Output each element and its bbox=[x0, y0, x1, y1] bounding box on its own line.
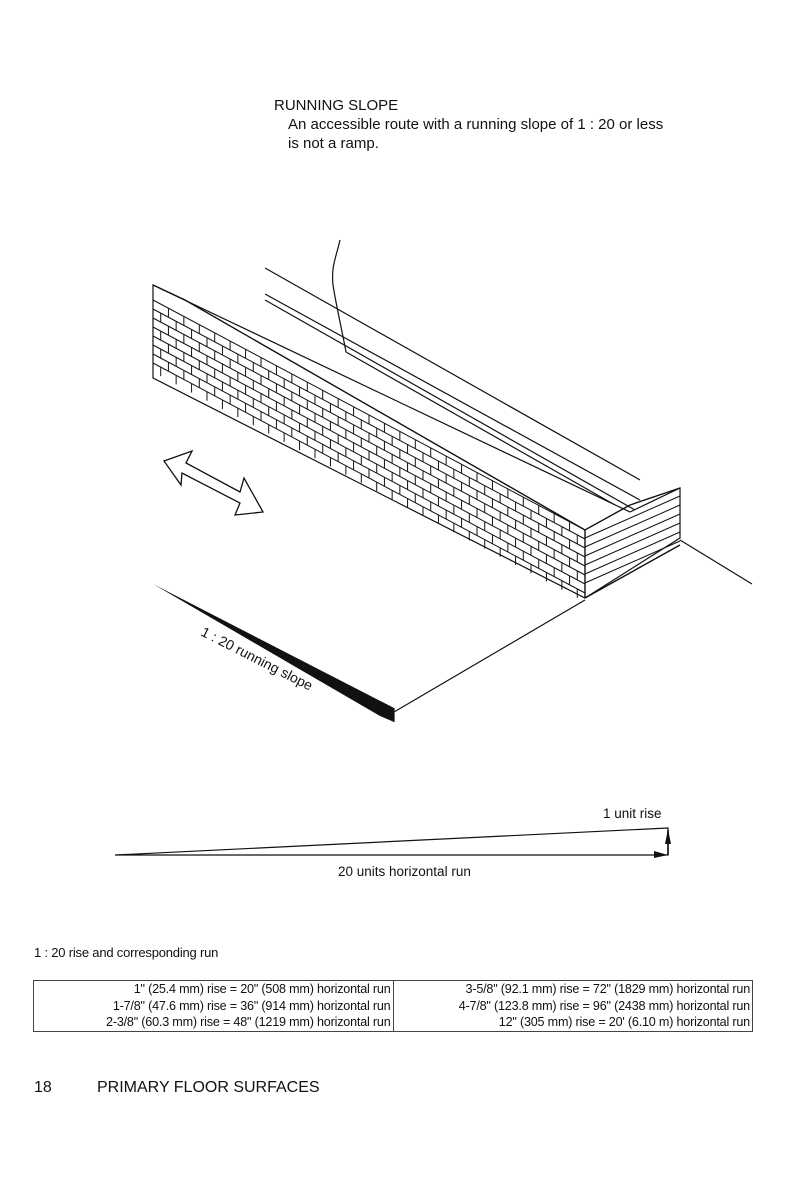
table-cell: 3-5/8" (92.1 mm) rise = 72" (1829 mm) ho… bbox=[465, 982, 751, 996]
brick-course-line bbox=[584, 504, 681, 548]
table-cell: 1" (25.4 mm) rise = 20" (508 mm) horizon… bbox=[133, 982, 391, 996]
table-cell: 1-7/8" (47.6 mm) rise = 36" (914 mm) hor… bbox=[112, 998, 391, 1013]
heading: RUNNING SLOPE An accessible route with a… bbox=[274, 96, 663, 153]
heading-line-2: is not a ramp. bbox=[288, 135, 379, 152]
rise-arrowhead-icon bbox=[665, 829, 671, 844]
table-column-left: 1" (25.4 mm) rise = 20" (508 mm) horizon… bbox=[34, 981, 394, 1032]
brick-course-line bbox=[152, 344, 586, 576]
slope-label: 1 : 20 running slope bbox=[199, 623, 316, 693]
brick-course-line bbox=[152, 362, 586, 594]
brick-wall bbox=[152, 284, 681, 599]
brick-course-line bbox=[584, 495, 681, 539]
page-footer: 18 PRIMARY FLOOR SURFACES bbox=[34, 1079, 320, 1097]
brick-course-line bbox=[584, 513, 681, 557]
table-cell: 4-7/8" (123.8 mm) rise = 96" (2438 mm) h… bbox=[458, 998, 750, 1013]
table-cell: 2-3/8" (60.3 mm) rise = 48" (1219 mm) ho… bbox=[106, 1015, 391, 1029]
brick-course-line bbox=[152, 308, 586, 540]
brick-course-line bbox=[584, 522, 681, 566]
table-column-right: 3-5/8" (92.1 mm) rise = 72" (1829 mm) ho… bbox=[392, 980, 753, 1031]
section-title: PRIMARY FLOOR SURFACES bbox=[97, 1079, 320, 1096]
heading-title: RUNNING SLOPE bbox=[274, 97, 399, 114]
heading-line-1: An accessible route with a running slope… bbox=[288, 116, 664, 133]
run-label: 20 units horizontal run bbox=[338, 864, 471, 879]
running-slope-illustration: 1 : 20 running slope 1 unit rise 20 unit… bbox=[114, 239, 753, 879]
rise-label: 1 unit rise bbox=[603, 806, 662, 821]
brick-course-line bbox=[584, 531, 681, 575]
floor-surface bbox=[153, 584, 586, 722]
corridor-lines bbox=[264, 239, 753, 585]
two-way-arrow-icon bbox=[162, 449, 265, 516]
ratio-diagram bbox=[114, 827, 671, 858]
brick-course-line bbox=[584, 540, 681, 584]
rise-run-table: 1" (25.4 mm) rise = 20" (508 mm) horizon… bbox=[33, 980, 753, 1032]
brick-course-line bbox=[152, 326, 586, 558]
table-cell: 12" (305 mm) rise = 20' (6.10 m) horizon… bbox=[498, 1015, 750, 1029]
run-arrowhead-icon bbox=[654, 851, 668, 858]
page-number: 18 bbox=[34, 1079, 52, 1096]
table-row: 1" (25.4 mm) rise = 20" (508 mm) horizon… bbox=[34, 980, 753, 1032]
table-caption: 1 : 20 rise and corresponding run bbox=[34, 945, 219, 960]
